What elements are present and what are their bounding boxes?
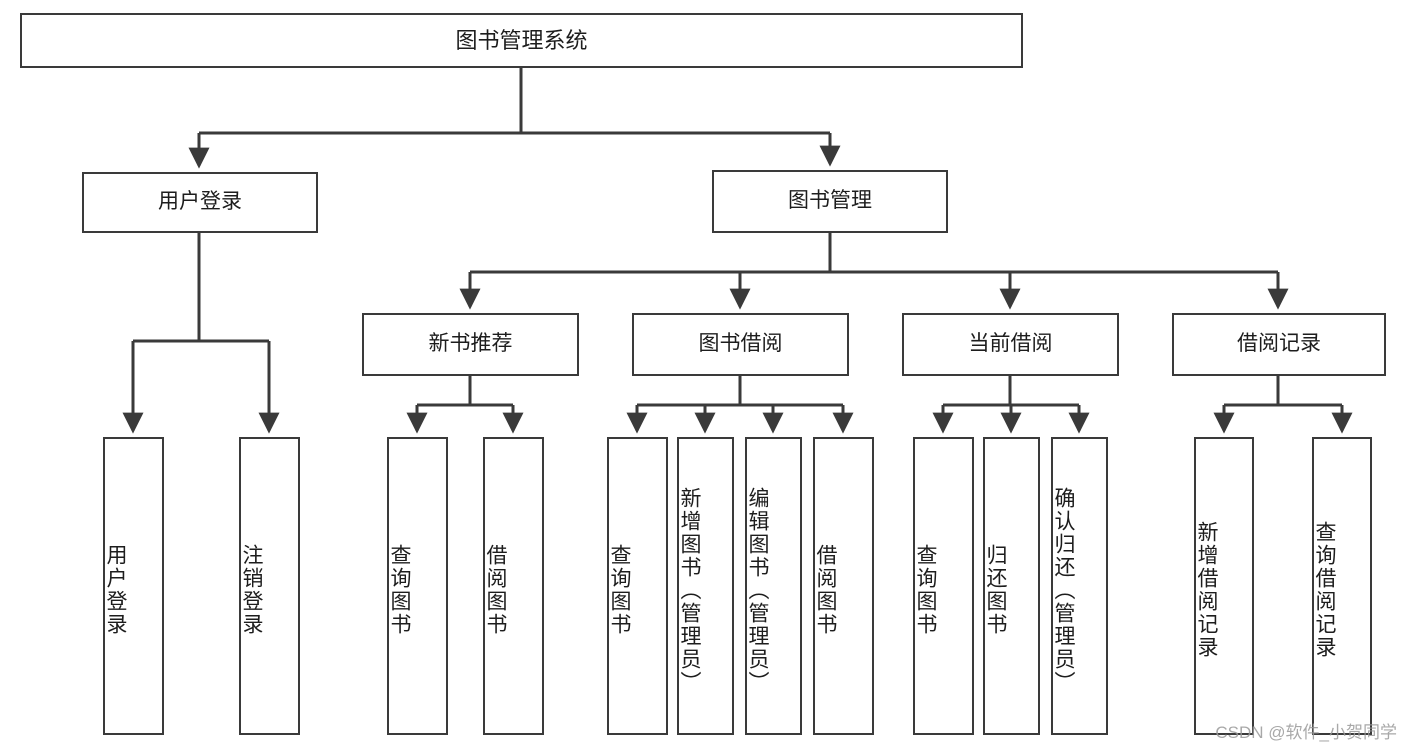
leaf-query-books-current[interactable]: 查询图书: [913, 437, 974, 735]
node-label: 图书管理系统: [455, 27, 588, 53]
leaf-user-login[interactable]: 用户登录: [103, 437, 164, 735]
leaf-borrow-books-recommend[interactable]: 借阅图书: [483, 437, 544, 735]
leaf-edit-book-admin[interactable]: 编辑图书（管理员）: [745, 437, 802, 735]
leaf-query-borrow-record[interactable]: 查询借阅记录: [1312, 437, 1372, 735]
node-book-borrow[interactable]: 图书借阅: [632, 313, 849, 376]
leaf-confirm-return-admin[interactable]: 确认归还（管理员）: [1051, 437, 1108, 735]
node-label: 编辑图书（管理员）: [746, 486, 769, 694]
leaf-logout-login[interactable]: 注销登录: [239, 437, 300, 735]
leaf-query-books-borrow[interactable]: 查询图书: [607, 437, 668, 735]
leaf-add-book-admin[interactable]: 新增图书（管理员）: [677, 437, 734, 735]
node-label: 确认归还（管理员）: [1052, 486, 1075, 694]
node-label: 归还图书: [984, 544, 1007, 636]
node-label: 借阅图书: [814, 544, 837, 636]
node-label: 新书推荐: [428, 332, 513, 356]
node-label: 借阅图书: [484, 544, 507, 636]
node-book-management[interactable]: 图书管理: [712, 170, 948, 233]
node-label: 用户登录: [158, 190, 242, 214]
leaf-add-borrow-record[interactable]: 新增借阅记录: [1194, 437, 1254, 735]
node-label: 查询图书: [388, 544, 411, 636]
leaf-query-books-recommend[interactable]: 查询图书: [387, 437, 448, 735]
node-label: 新增借阅记录: [1195, 521, 1218, 659]
node-label: 用户登录: [104, 544, 127, 636]
leaf-borrow-books[interactable]: 借阅图书: [813, 437, 874, 735]
node-label: 查询借阅记录: [1313, 521, 1336, 659]
node-label: 查询图书: [608, 544, 631, 636]
node-label: 图书借阅: [698, 332, 783, 356]
node-label: 注销登录: [240, 544, 263, 636]
node-borrow-record[interactable]: 借阅记录: [1172, 313, 1386, 376]
node-label: 当前借阅: [968, 332, 1053, 356]
node-new-book-recommend[interactable]: 新书推荐: [362, 313, 579, 376]
node-label: 新增图书（管理员）: [678, 486, 701, 694]
node-root-system[interactable]: 图书管理系统: [20, 13, 1023, 68]
node-user-login[interactable]: 用户登录: [82, 172, 318, 233]
leaf-return-books[interactable]: 归还图书: [983, 437, 1040, 735]
node-label: 查询图书: [914, 544, 937, 636]
node-label: 图书管理: [788, 189, 872, 213]
node-label: 借阅记录: [1237, 332, 1321, 356]
watermark-text: CSDN @软件_小贺同学: [1215, 723, 1397, 742]
node-current-borrow[interactable]: 当前借阅: [902, 313, 1119, 376]
